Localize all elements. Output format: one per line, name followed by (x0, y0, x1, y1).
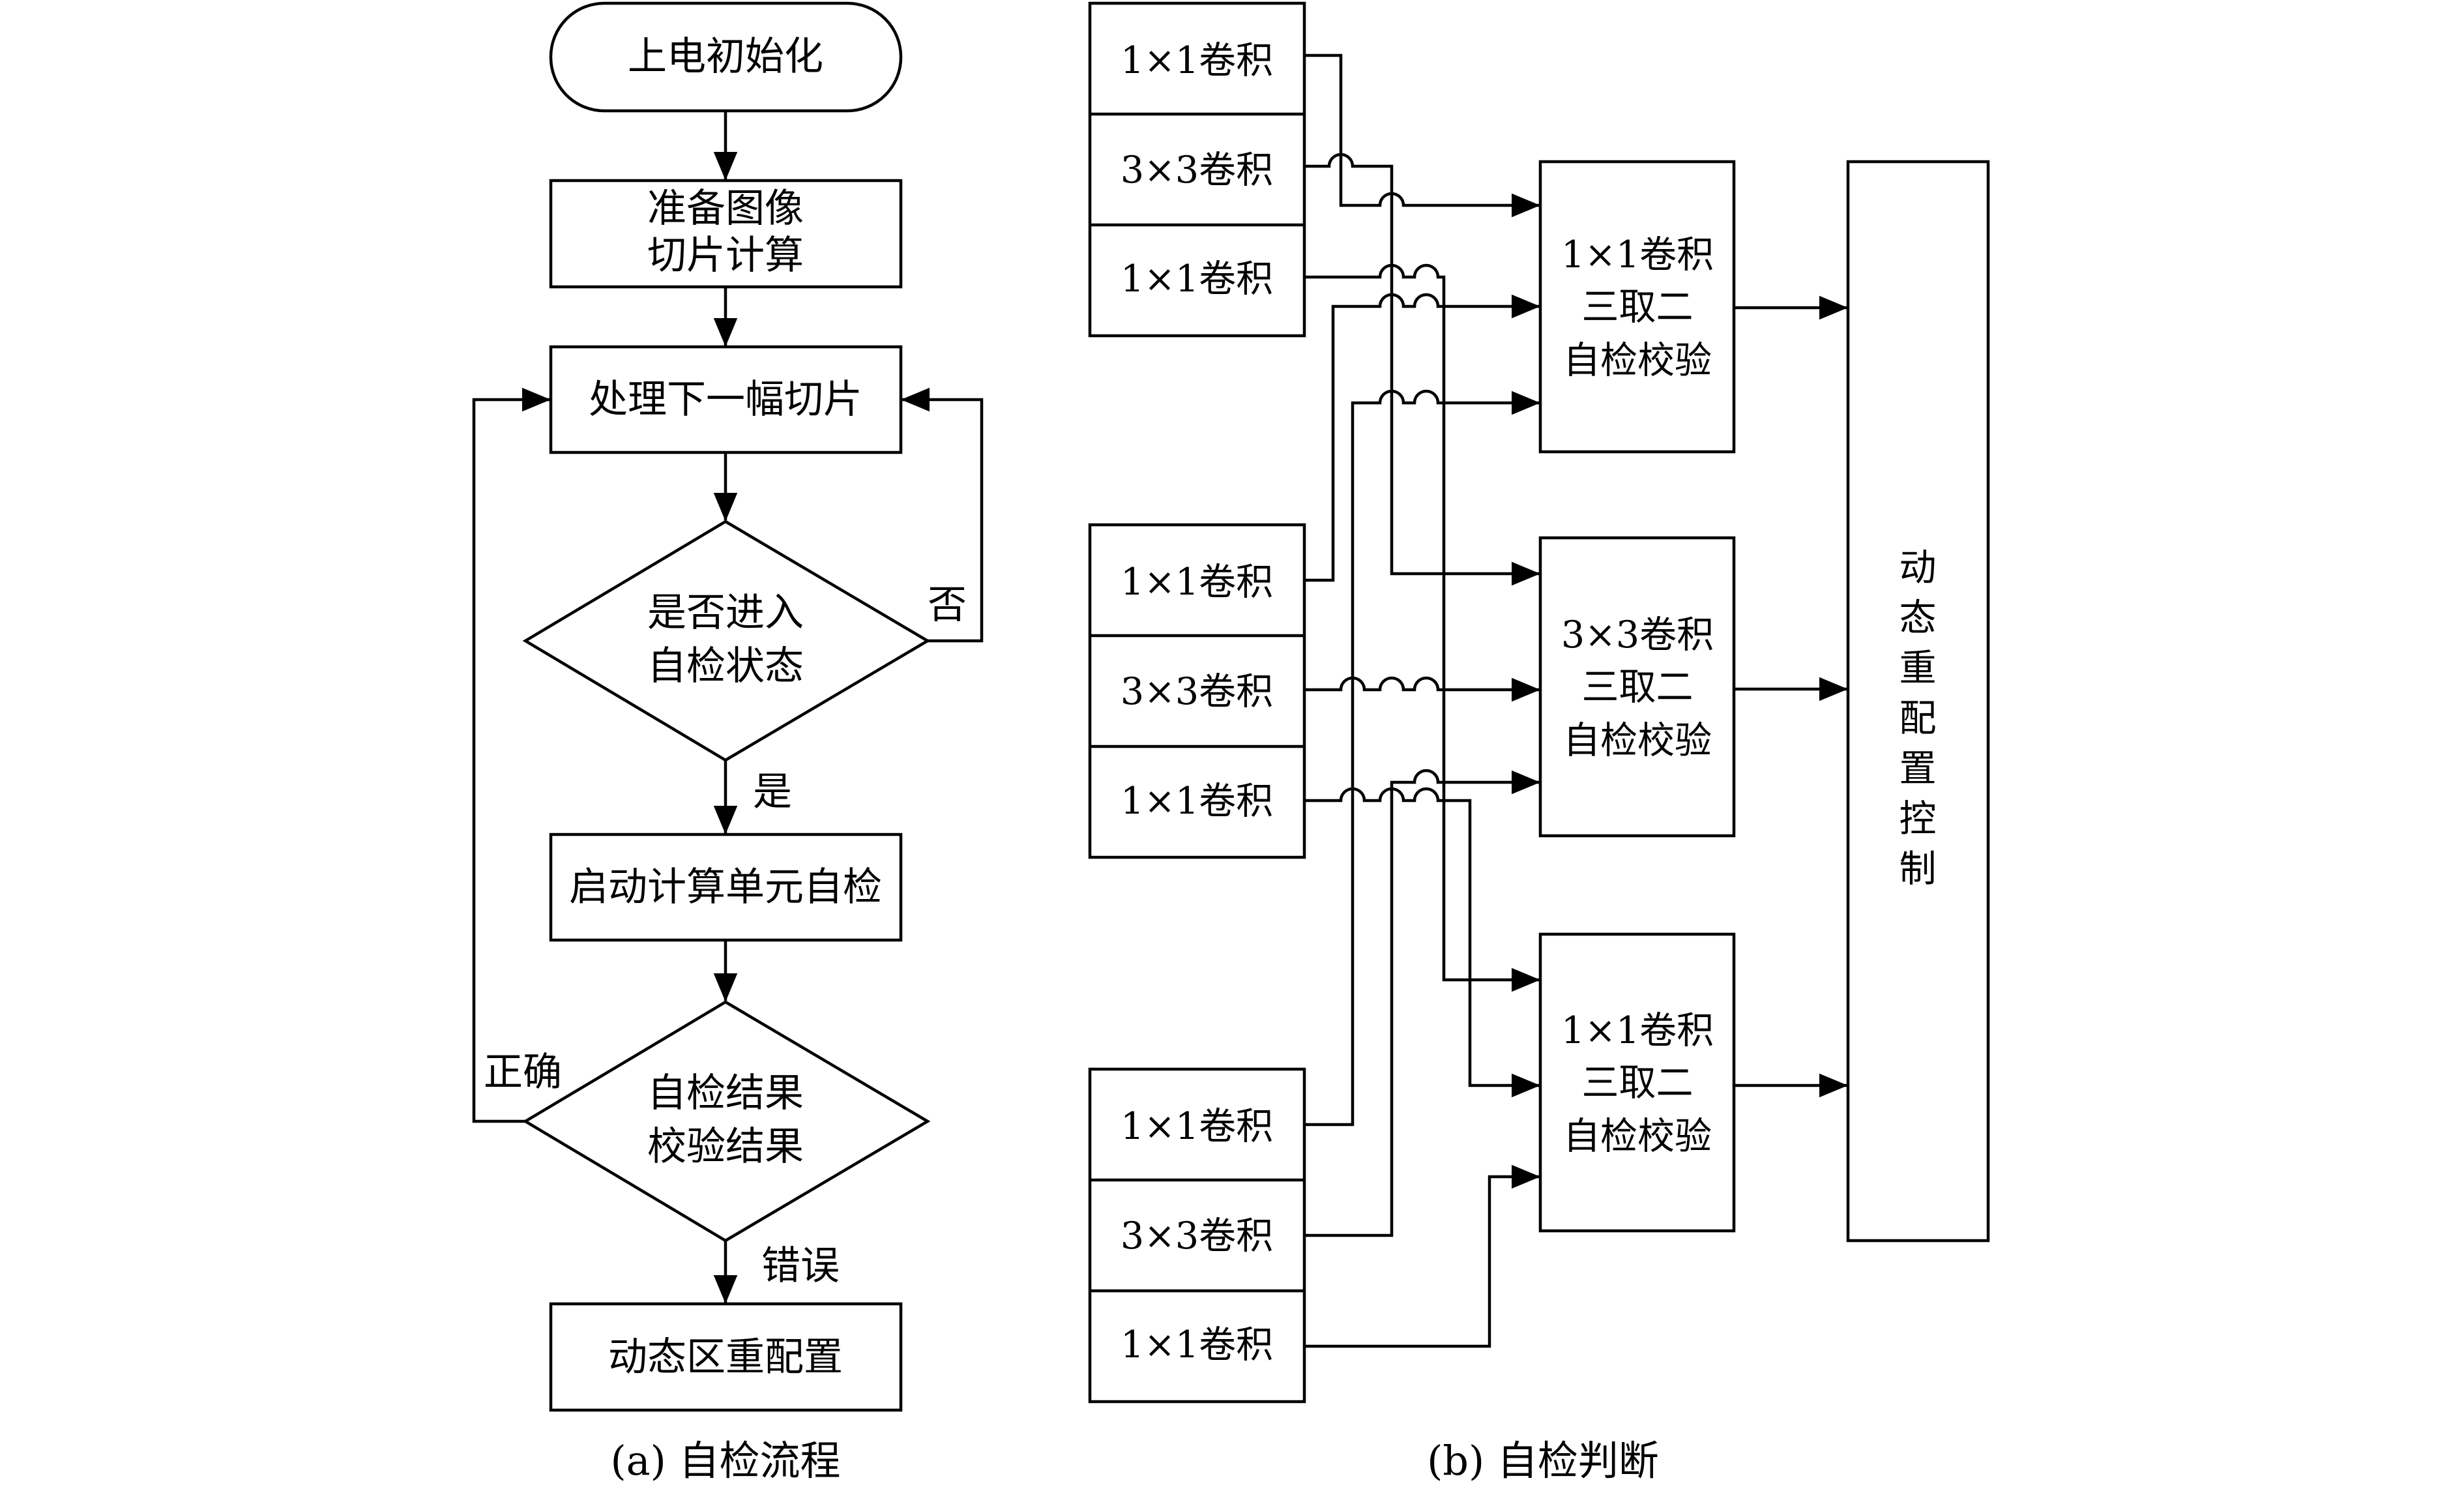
wire-g2-c1-to-voter1 (1304, 293, 1540, 582)
selftest-label: 启动计算单元自检 (569, 864, 882, 910)
voter2-line1: 3×3卷积 (1561, 613, 1714, 656)
selfcheck-diagram: 1×1卷积 3×3卷积 1×1卷积 1×1卷积 3×3卷积 1×1卷积 1×1卷… (1088, 1, 1990, 1484)
conv-g3-cell2: 3×3卷积 (1121, 1215, 1273, 1258)
control-char-2: 态 (1899, 597, 1937, 640)
process-label: 处理下一幅切片 (589, 377, 862, 422)
decision1-label-line2: 自检状态 (647, 643, 804, 689)
wire-g3-c1-to-voter1 (1304, 389, 1540, 1127)
conv-group-2: 1×1卷积 3×3卷积 1×1卷积 (1088, 523, 1306, 859)
control-char-6: 控 (1899, 797, 1937, 840)
conv-g1-cell1: 1×1卷积 (1121, 39, 1273, 82)
voter1-line2: 三取二 (1582, 286, 1694, 329)
arrow-correct-loop (472, 387, 551, 1123)
reconfig-control-label: 动 态 重 配 置 控 制 (1899, 546, 1937, 891)
wire-g3-c2-to-voter2 (1304, 769, 1540, 1237)
caption-b: (b) 自检判断 (1427, 1437, 1659, 1484)
decision2-label-line1: 自检结果 (647, 1070, 804, 1116)
voter-box-2 (1538, 536, 1736, 838)
caption-a: (a) 自检流程 (610, 1437, 840, 1484)
control-char-3: 重 (1899, 647, 1937, 690)
selftest-box (549, 833, 903, 942)
error-label: 错误 (761, 1243, 840, 1289)
voter3-line3: 自检校验 (1563, 1115, 1712, 1158)
flowchart: 上电初始化 准备图像 切片计算 处理下一幅切片 是否进入 自检状态 否 是 启动… (472, 1, 984, 1484)
conv-group-2-frame (1088, 523, 1306, 859)
reconfig-control-box (1846, 160, 1990, 1243)
wire-g2-c3-to-voter3 (1304, 787, 1540, 1098)
yes-label: 是 (753, 769, 792, 815)
voter-box-3 (1538, 932, 1736, 1233)
start-label: 上电初始化 (628, 34, 823, 80)
conv-g1-cell2: 3×3卷积 (1121, 149, 1273, 192)
conv-g2-cell1: 1×1卷积 (1121, 561, 1273, 604)
control-char-1: 动 (1899, 546, 1937, 589)
prepare-label-line2: 切片计算 (647, 233, 804, 278)
control-char-5: 置 (1899, 747, 1937, 790)
wire-g3-c3-to-voter3 (1304, 1164, 1540, 1348)
wire-g1-c3-to-voter3 (1304, 263, 1540, 992)
conv-g2-cell3: 1×1卷积 (1121, 780, 1273, 823)
correct-label: 正确 (484, 1050, 562, 1095)
conv-g1-cell3: 1×1卷积 (1121, 258, 1273, 301)
decision-check-result (522, 1000, 931, 1243)
conv-g3-cell1: 1×1卷积 (1121, 1105, 1273, 1148)
reconfig-box (549, 1302, 903, 1412)
no-label: 否 (928, 582, 967, 628)
reconfig-label: 动态区重配置 (608, 1334, 843, 1380)
voter-box-1 (1538, 160, 1736, 454)
wiring (1304, 53, 1540, 1348)
decision1-label-line1: 是否进入 (647, 590, 804, 636)
prepare-label-line1: 准备图像 (647, 186, 804, 231)
wire-g2-c2-to-voter2 (1304, 676, 1540, 702)
conv-group-1: 1×1卷积 3×3卷积 1×1卷积 (1088, 1, 1306, 338)
voter3-line2: 三取二 (1582, 1061, 1694, 1104)
voter1-line3: 自检校验 (1563, 339, 1712, 382)
conv-group-1-frame (1088, 1, 1306, 338)
prepare-box (549, 179, 903, 289)
voter2-line3: 自检校验 (1563, 719, 1712, 762)
conv-g3-cell3: 1×1卷积 (1121, 1323, 1273, 1366)
conv-group-3-frame (1088, 1067, 1306, 1404)
wire-g1-c2-to-voter2 (1304, 153, 1540, 586)
conv-g2-cell2: 3×3卷积 (1121, 670, 1273, 713)
voter3-line1: 1×1卷积 (1561, 1009, 1714, 1052)
conv-group-3: 1×1卷积 3×3卷积 1×1卷积 (1088, 1067, 1306, 1404)
wire-g1-c1-to-voter1 (1304, 53, 1540, 218)
voter1-line1: 1×1卷积 (1561, 233, 1714, 276)
control-char-4: 配 (1899, 697, 1937, 740)
decision2-label-line2: 校验结果 (647, 1124, 804, 1170)
arrow-no-loop (901, 387, 984, 643)
control-char-7: 制 (1899, 848, 1937, 891)
voter2-line2: 三取二 (1582, 666, 1694, 709)
decision-enter-selftest (522, 520, 931, 762)
